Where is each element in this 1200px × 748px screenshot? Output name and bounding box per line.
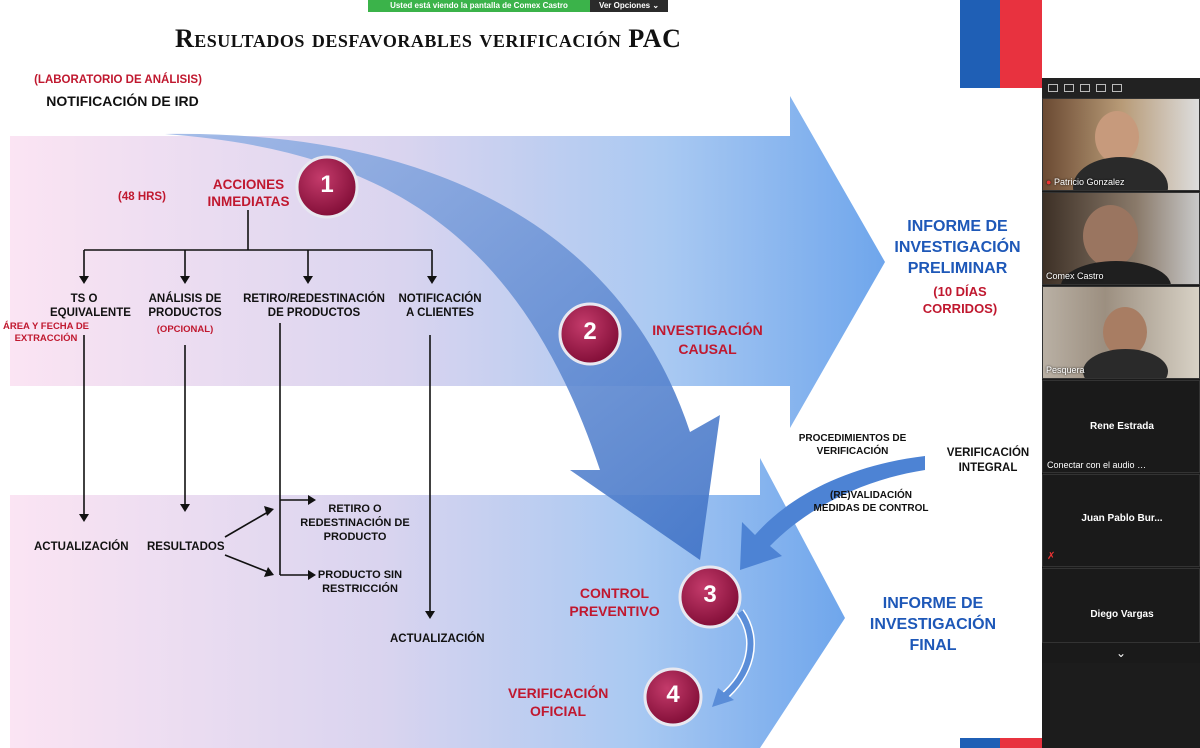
causal-investigation: INVESTIGACIÓN CAUSAL: [652, 322, 763, 357]
flag-top-blue: [960, 0, 1000, 88]
notification-ird: NOTIFICACIÓN DE IRD: [46, 93, 199, 109]
step-4-circle: [643, 667, 703, 727]
hours-label: (48 HRS): [118, 191, 166, 203]
integral-verification: VERIFICACIÓN INTEGRAL: [946, 447, 1030, 474]
avatar: [1083, 205, 1138, 267]
audio-icon: …: [1137, 460, 1147, 470]
chevron-down-icon: ⌄: [652, 1, 660, 10]
shared-slide: 1 2 3 4 Resultados desfavorables verific…: [0, 0, 1042, 748]
results-label: RESULTADOS: [147, 541, 225, 553]
final-report: INFORME DE INVESTIGACIÓN FINAL: [869, 595, 997, 654]
expand-participants-button[interactable]: ⌄: [1115, 646, 1127, 660]
step-2-number: 2: [583, 318, 597, 345]
flag-bottom-red: [1000, 738, 1042, 748]
update-left: ACTUALIZACIÓN: [34, 541, 129, 553]
revalidation: (RE)VALIDACIÓN MEDIDAS DE CONTROL: [813, 490, 929, 514]
view-options-label: Ver Opciones: [598, 1, 651, 10]
screen-share-bar: Usted está viendo la pantalla de Comex C…: [368, 0, 668, 12]
video-tile[interactable]: ● Patricio Gonzalez: [1042, 98, 1200, 191]
participant-name: Diego Vargas: [1090, 609, 1154, 620]
step-3-circle: [678, 565, 742, 629]
branch-clients-title: NOTIFICACIÓN A CLIENTES: [398, 293, 482, 319]
slide-edge: [1042, 0, 1200, 78]
lab-label: (LABORATORIO DE ANÁLISIS): [34, 74, 202, 86]
preliminary-report: INFORME DE INVESTIGACIÓN PRELIMINAR: [894, 218, 1021, 277]
flag-top-red: [1000, 0, 1042, 88]
participant-name: Juan Pablo Bur...: [1081, 513, 1163, 524]
verification-arrow: [740, 456, 925, 570]
avatar: [1103, 307, 1147, 357]
preventive-control: CONTROL PREVENTIVO: [569, 585, 660, 619]
update-right: ACTUALIZACIÓN: [390, 633, 485, 645]
layout-icon[interactable]: [1080, 84, 1090, 92]
video-tile[interactable]: Pesquera: [1042, 286, 1200, 379]
connect-audio-status: Conectar con el audio …: [1047, 460, 1147, 470]
participant-tile[interactable]: Diego Vargas: [1042, 568, 1200, 643]
slide-edge-bottom: [1042, 663, 1200, 748]
step-2-circle: [558, 302, 622, 366]
participant-name: Comex Castro: [1046, 271, 1104, 281]
verification-procedures: PROCEDIMIENTOS DE VERIFICACIÓN: [798, 433, 907, 457]
viewing-indicator: Usted está viendo la pantalla de Comex C…: [368, 0, 590, 12]
bottom-band-arrow: [10, 458, 845, 748]
video-tile[interactable]: Comex Castro: [1042, 192, 1200, 285]
participant-name: ● Patricio Gonzalez: [1046, 177, 1125, 187]
withdrawal-option: RETIRO O REDESTINACIÓN DE PRODUCTO: [300, 503, 410, 543]
layout-icon[interactable]: [1048, 84, 1058, 92]
layout-icon[interactable]: [1096, 84, 1106, 92]
mic-muted-icon: ●: [1046, 177, 1052, 187]
step-1-circle: [295, 155, 359, 219]
step-1-number: 1: [320, 171, 334, 198]
participant-name: Rene Estrada: [1090, 421, 1154, 432]
layout-icon[interactable]: [1112, 84, 1122, 92]
branch-analysis-title: ANÁLISIS DE PRODUCTOS: [148, 293, 222, 319]
participant-name: Pesquera: [1046, 365, 1085, 375]
branch-ts-note: ÁREA Y FECHA DE EXTRACCIÓN: [2, 321, 90, 344]
mic-muted-icon: ✗: [1047, 551, 1056, 562]
top-band-arrow: [10, 96, 885, 428]
avatar: [1095, 111, 1139, 163]
slide-title: Resultados desfavorables verificación PA…: [175, 24, 682, 53]
branch-ts-title: TS O EQUIVALENTE: [50, 293, 131, 319]
step-4-number: 4: [666, 681, 680, 708]
panel-toolbar: [1042, 78, 1200, 98]
diagram-graphic: [10, 96, 925, 748]
view-options-button[interactable]: Ver Opciones ⌄: [590, 0, 668, 12]
immediate-actions: ACCIONES INMEDIATAS: [207, 177, 290, 209]
layout-icon[interactable]: [1064, 84, 1074, 92]
unrestricted-option: PRODUCTO SIN RESTRICCIÓN: [317, 569, 403, 595]
preliminary-days: (10 DÍAS CORRIDOS): [922, 284, 998, 316]
participants-panel: ● Patricio Gonzalez Comex Castro Pesquer…: [1042, 78, 1200, 663]
participant-tile[interactable]: Rene Estrada Conectar con el audio …: [1042, 380, 1200, 473]
official-verification: VERIFICACIÓN OFICIAL: [508, 685, 609, 719]
participant-tile[interactable]: Juan Pablo Bur... ✗: [1042, 474, 1200, 567]
branch-analysis-note: (OPCIONAL): [156, 324, 214, 335]
flag-bottom-blue: [960, 738, 1000, 748]
branch-withdrawal-title: RETIRO/REDESTINACIÓN DE PRODUCTOS: [243, 293, 385, 319]
step-3-number: 3: [703, 581, 717, 608]
